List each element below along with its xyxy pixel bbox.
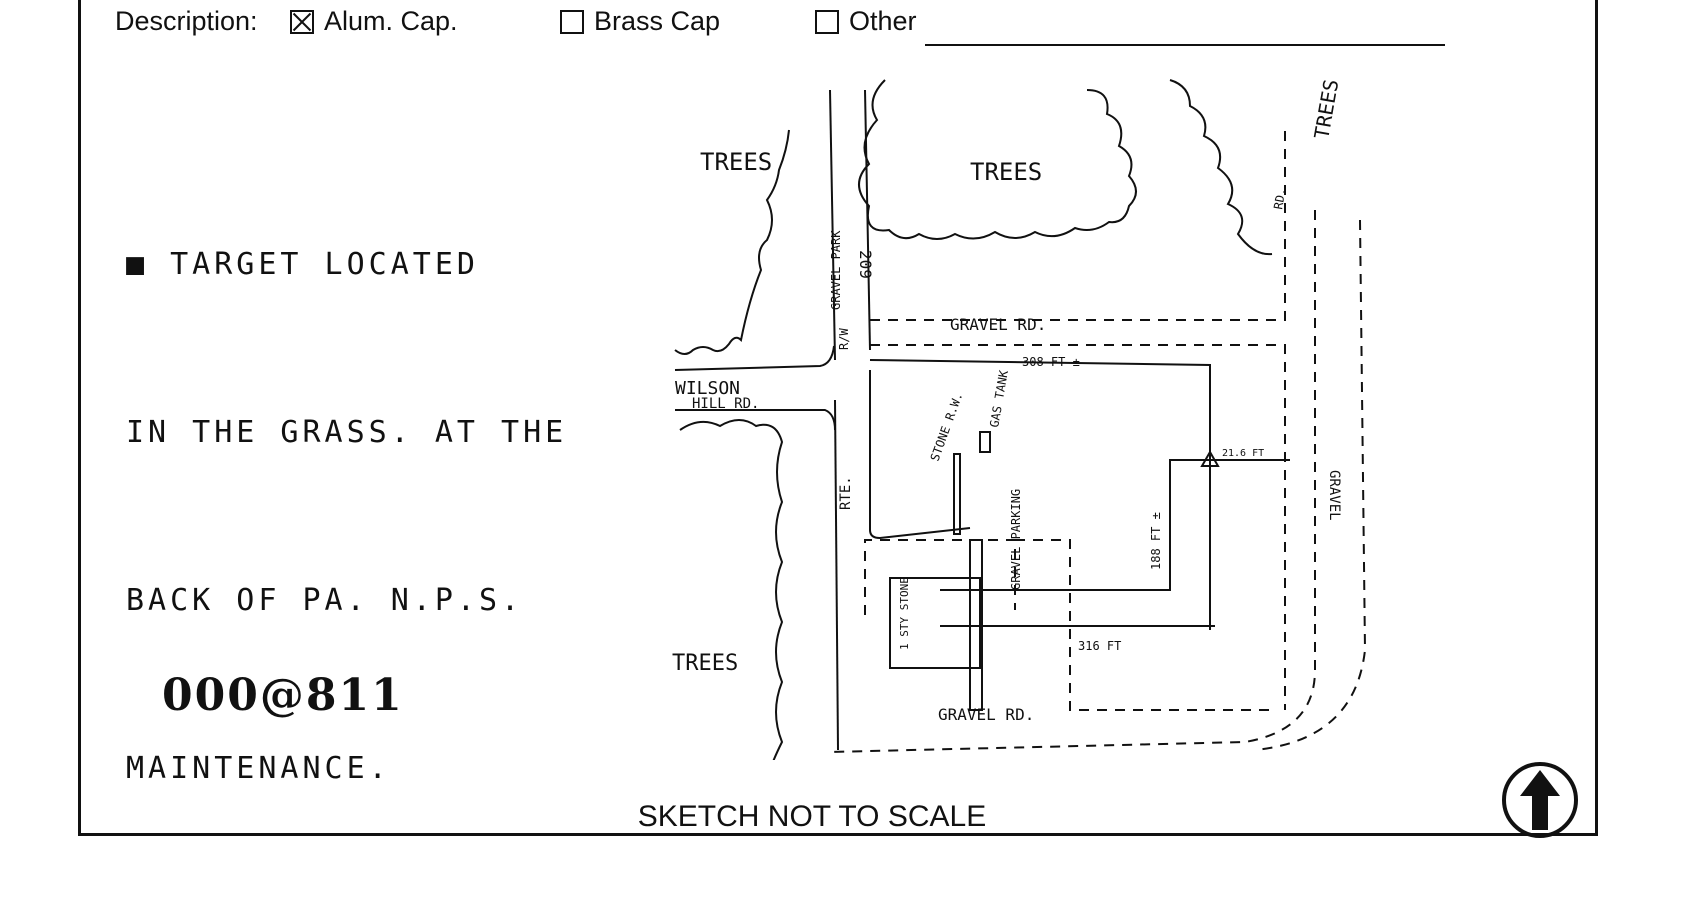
building-porch bbox=[969, 539, 983, 711]
building bbox=[889, 577, 981, 669]
label-gas-tank: GAS TANK bbox=[987, 368, 1011, 428]
label-dist-top: 308 FT ± bbox=[1022, 355, 1080, 369]
other-text-line[interactable] bbox=[925, 44, 1445, 46]
label-gravel-parking: GRAVEL PARKING bbox=[1009, 489, 1023, 590]
option-brass-cap[interactable]: Brass Cap bbox=[560, 6, 720, 37]
target-triangle-icon bbox=[1200, 449, 1220, 467]
label-trees-mid: TREES bbox=[970, 158, 1042, 186]
note-line: IN THE GRASS. AT THE bbox=[126, 415, 568, 450]
description-label: Description: bbox=[115, 6, 258, 36]
label-dist-bottom: 316 FT bbox=[1078, 639, 1121, 653]
location-sketch-map: TREES TREES TREES TREES GRAVEL PARK 209 … bbox=[672, 77, 1367, 760]
option-alum-cap[interactable]: Alum. Cap. bbox=[290, 6, 458, 37]
option-other-label: Other bbox=[849, 6, 917, 36]
gravel-roads bbox=[829, 130, 1367, 753]
tree-line-left-bottom bbox=[679, 419, 784, 760]
wilson-hill-rd-south bbox=[675, 409, 836, 431]
note-line: BACK OF PA. N.P.S. bbox=[126, 583, 524, 618]
route-209-west-edge bbox=[829, 89, 836, 361]
dimension-line-top bbox=[869, 359, 1211, 630]
gas-tank bbox=[979, 431, 991, 453]
label-wilson: WILSON bbox=[675, 378, 740, 399]
note-line: ■ TARGET LOCATED bbox=[126, 247, 479, 282]
label-stone-rw: STONE R.W. bbox=[928, 390, 966, 463]
handwritten-notes: ■ TARGET LOCATED IN THE GRASS. AT THE BA… bbox=[126, 125, 567, 853]
checkbox-icon[interactable] bbox=[560, 10, 584, 34]
label-rte: RTE. bbox=[838, 476, 854, 510]
option-alum-cap-label: Alum. Cap. bbox=[324, 6, 458, 36]
label-dist-side: 188 FT ± bbox=[1149, 512, 1163, 570]
option-other[interactable]: Other bbox=[815, 6, 917, 37]
label-gravel-rd-top: GRAVEL RD. bbox=[950, 315, 1046, 334]
tree-line-mid-top bbox=[858, 79, 1137, 240]
route-209-east-edge-lower bbox=[869, 370, 971, 540]
label-row: R/W bbox=[837, 328, 851, 350]
label-gravel-park: GRAVEL PARK bbox=[829, 230, 843, 310]
station-id-stamp: 000@811 bbox=[162, 670, 404, 721]
label-building: 1 STY STONE bbox=[898, 577, 911, 650]
label-dist-small: 21.6 FT bbox=[1222, 448, 1264, 459]
label-trees-left-bottom: TREES bbox=[672, 651, 738, 676]
label-hill-rd: HILL RD. bbox=[692, 396, 759, 412]
label-trees-left-top: TREES bbox=[700, 148, 772, 176]
description-row: Description: Alum. Cap. Brass Cap Other bbox=[115, 6, 1455, 46]
sketch-footer: SKETCH NOT TO SCALE bbox=[637, 800, 987, 833]
label-rd-right: RD. bbox=[1271, 187, 1289, 211]
route-209-east-edge bbox=[864, 89, 871, 351]
form-frame bbox=[78, 0, 1598, 836]
label-gravel-rd-bottom: GRAVEL RD. bbox=[938, 705, 1034, 724]
label-gravel-right: GRAVEL bbox=[1326, 470, 1342, 521]
note-line: MAINTENANCE. bbox=[126, 751, 391, 786]
checkbox-icon[interactable] bbox=[815, 10, 839, 34]
checked-box-icon[interactable] bbox=[290, 10, 314, 34]
label-trees-right: TREES bbox=[1309, 77, 1343, 140]
stone-rw bbox=[953, 453, 961, 535]
tree-line-right bbox=[1169, 79, 1273, 256]
wilson-hill-rd-north bbox=[674, 345, 835, 371]
tree-line-left-top bbox=[674, 129, 790, 355]
route-209-west-edge-lower bbox=[834, 399, 839, 751]
option-brass-cap-label: Brass Cap bbox=[594, 6, 721, 36]
label-route: 209 bbox=[856, 250, 875, 279]
north-arrow-icon bbox=[1502, 762, 1578, 838]
dimension-line-side bbox=[940, 459, 1290, 591]
